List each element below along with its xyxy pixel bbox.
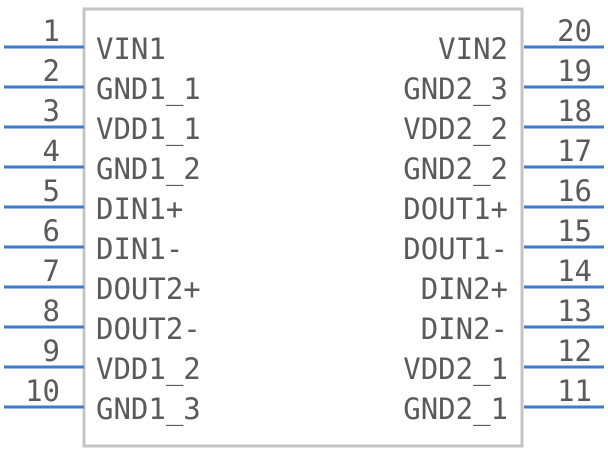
pin-16-name: DOUT1+	[403, 192, 508, 226]
pin-1-name: VIN1	[96, 32, 166, 66]
pin-20-number: 20	[557, 14, 592, 48]
pin-19-number: 19	[557, 54, 592, 88]
pin-20-name: VIN2	[438, 32, 508, 66]
pin-11-number: 11	[557, 374, 592, 408]
pin-10-name: GND1_3	[96, 392, 201, 427]
pin-8-number: 8	[43, 294, 60, 328]
pin-9-name: VDD1_2	[96, 352, 201, 387]
pin-2-number: 2	[43, 54, 60, 88]
pin-13-number: 13	[557, 294, 592, 328]
pin-18-number: 18	[557, 94, 592, 128]
pin-19-name: GND2_3	[403, 72, 508, 107]
pin-14-name: DIN2+	[421, 272, 508, 306]
pin-4-name: GND1_2	[96, 152, 201, 187]
pin-3-number: 3	[43, 94, 60, 128]
ic-body	[82, 7, 524, 448]
pin-18-name: VDD2_2	[403, 112, 508, 147]
pin-5-name: DIN1+	[96, 192, 183, 226]
pin-14-number: 14	[557, 254, 592, 288]
pin-17-number: 17	[557, 134, 592, 168]
pin-5-number: 5	[43, 174, 60, 208]
pin-11-name: GND2_1	[403, 392, 508, 427]
pin-7-number: 7	[43, 254, 60, 288]
pin-12-number: 12	[557, 334, 592, 368]
pin-4-number: 4	[43, 134, 60, 168]
pin-1-number: 1	[43, 14, 60, 48]
pin-7-name: DOUT2+	[96, 272, 201, 306]
pin-12-name: VDD2_1	[403, 352, 508, 387]
pin-10-number: 10	[25, 374, 60, 408]
pin-15-name: DOUT1-	[403, 232, 508, 266]
pin-16-number: 16	[557, 174, 592, 208]
pin-6-name: DIN1-	[96, 232, 183, 266]
pin-3-name: VDD1_1	[96, 112, 201, 147]
pin-13-name: DIN2-	[421, 312, 508, 346]
pin-17-name: GND2_2	[403, 152, 508, 187]
pin-9-number: 9	[43, 334, 60, 368]
pin-2-name: GND1_1	[96, 72, 201, 107]
pin-6-number: 6	[43, 214, 60, 248]
pin-8-name: DOUT2-	[96, 312, 201, 346]
pin-15-number: 15	[557, 214, 592, 248]
